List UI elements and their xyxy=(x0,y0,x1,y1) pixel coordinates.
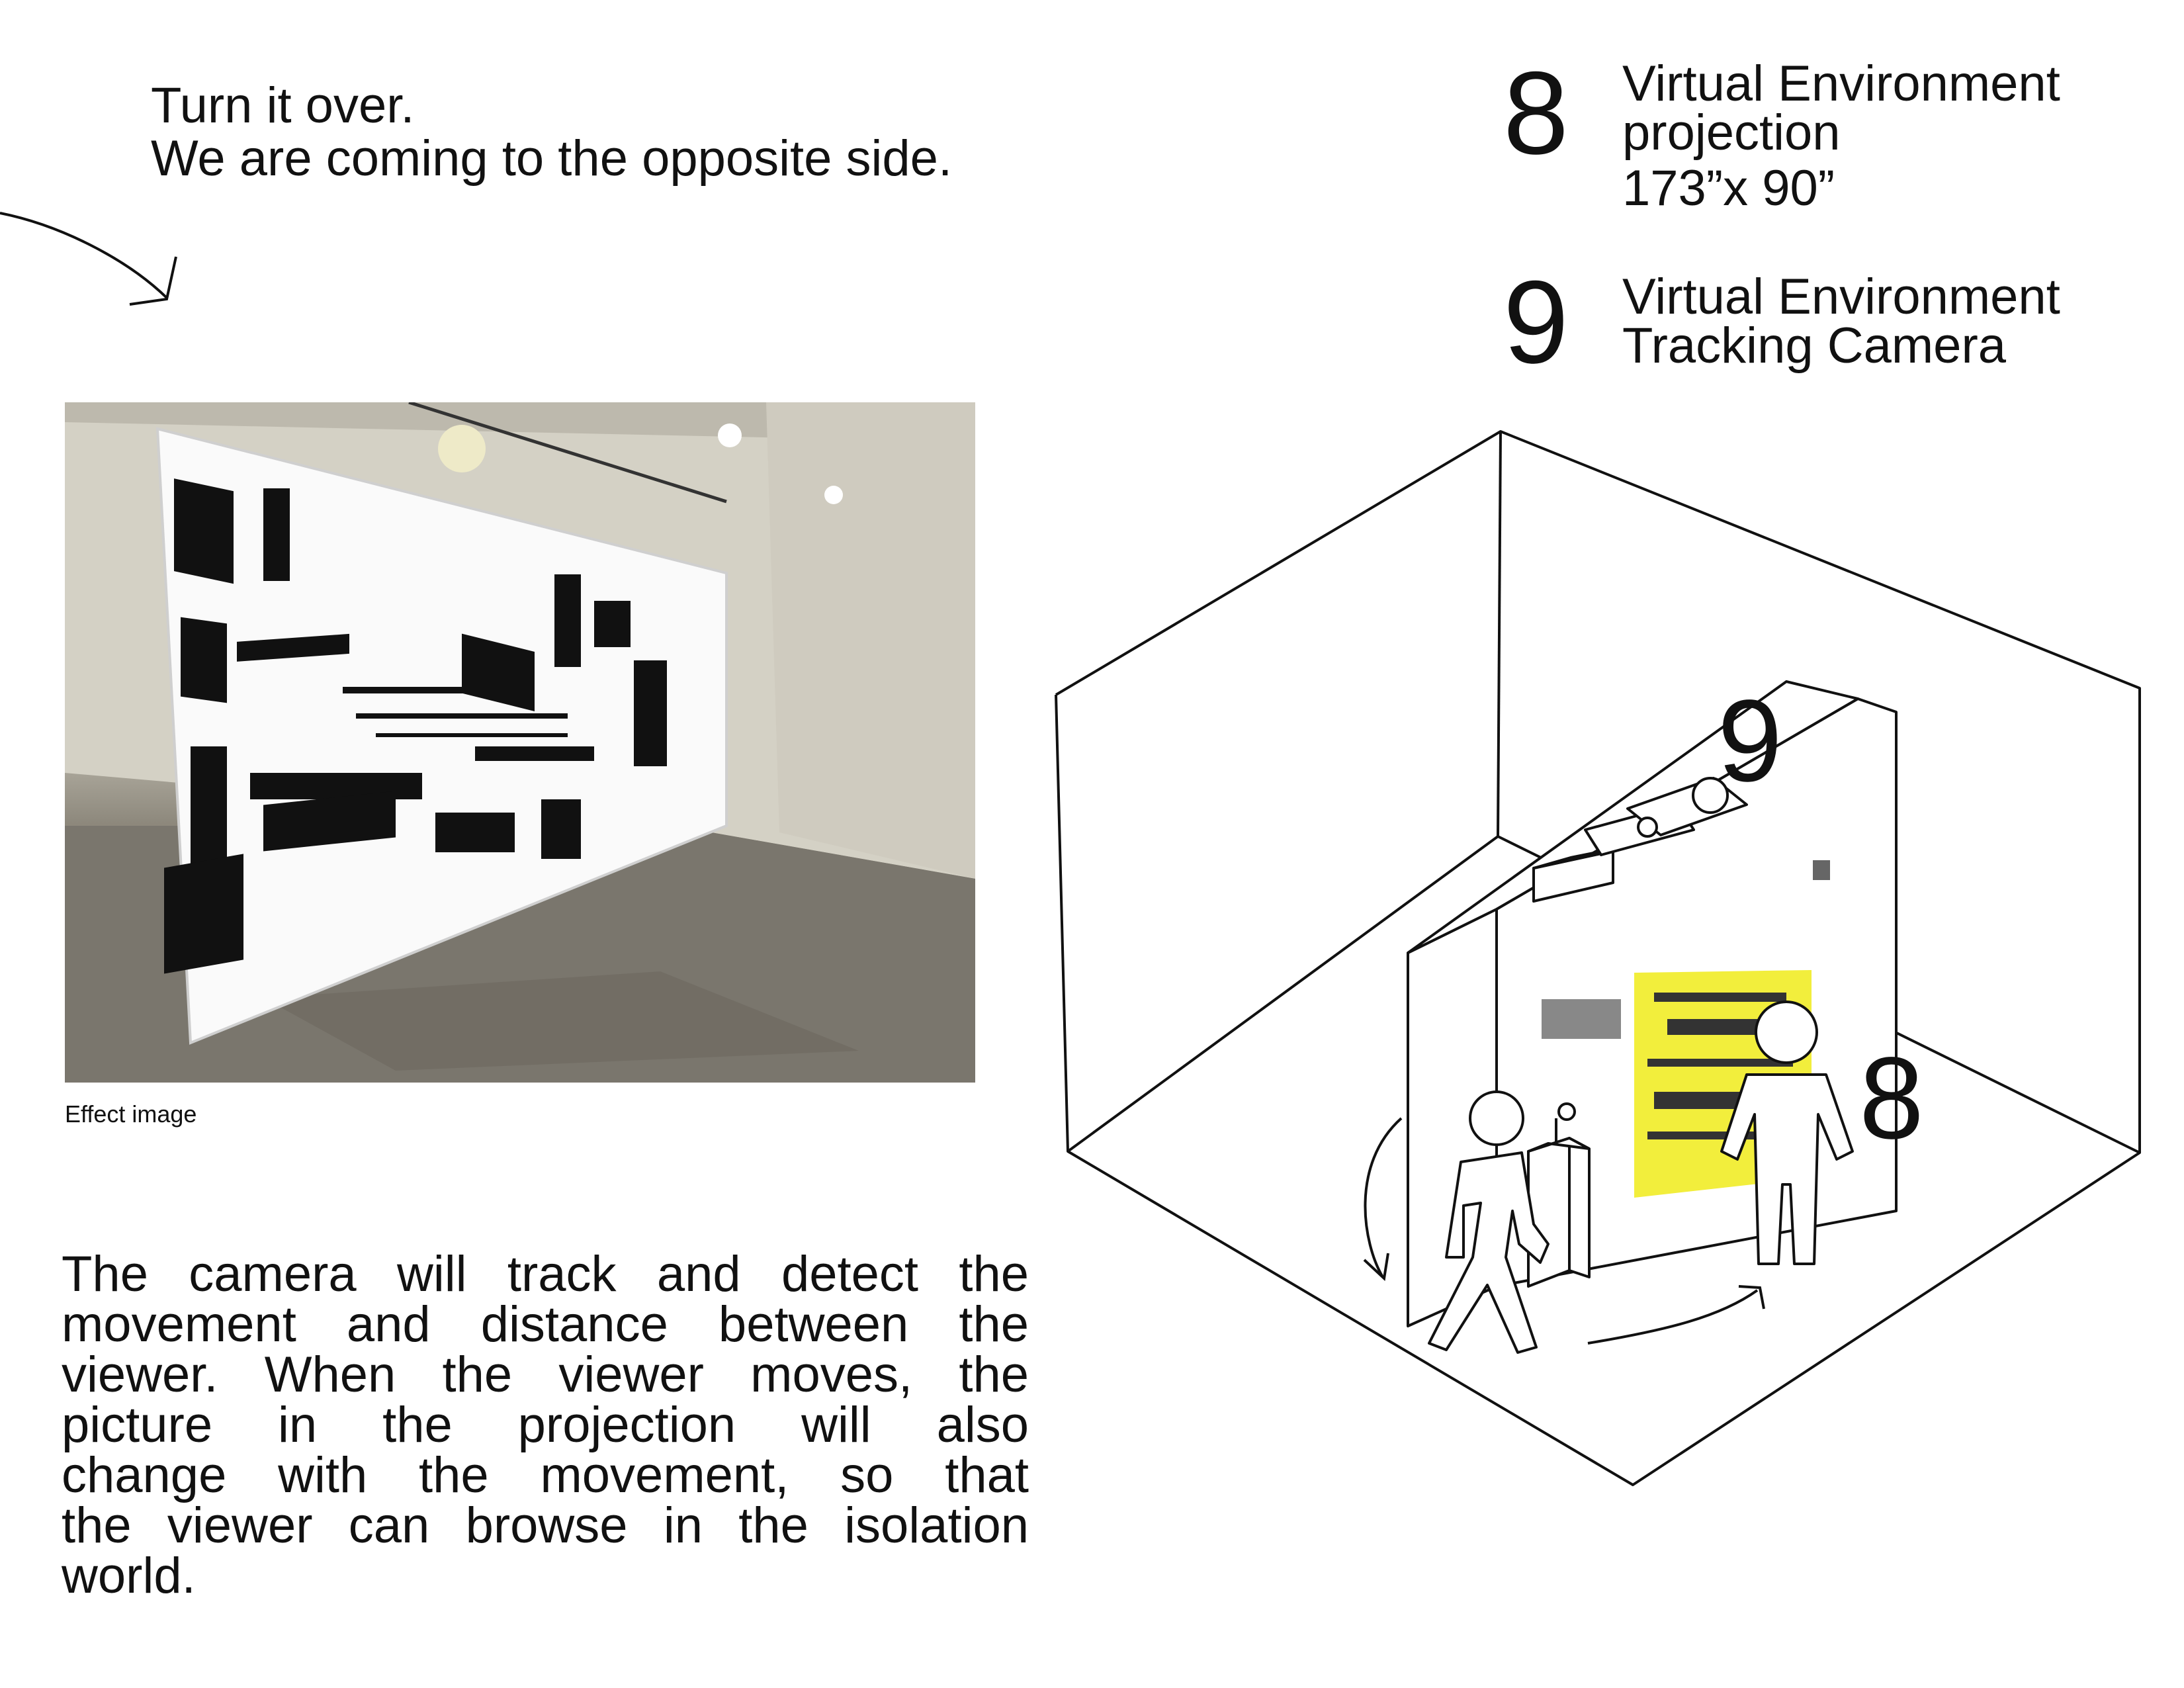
installation-diagram: 9 8 xyxy=(1055,430,2141,1486)
legend-text-8: Virtual Environment projection 173”x 90” xyxy=(1622,56,2060,216)
standing-person-icon xyxy=(1720,1000,1854,1265)
movement-arrow-icon xyxy=(1363,1117,1765,1345)
description-paragraph: The camera will track and detect the mov… xyxy=(62,1249,1029,1601)
diagram-label-8: 8 xyxy=(1859,1034,1924,1163)
description-line: change with the movement, so that xyxy=(62,1447,1029,1503)
description-line: world. xyxy=(62,1548,196,1604)
curved-arrow-icon xyxy=(0,212,177,306)
photo-caption: Effect image xyxy=(65,1100,197,1128)
tracking-camera-icon xyxy=(1532,777,1748,903)
intro-line-1: Turn it over. xyxy=(151,77,415,134)
description-line: picture in the projection will also xyxy=(62,1397,1029,1453)
legend-8-line-3: 173”x 90” xyxy=(1622,160,1835,216)
legend-number-9: 9 xyxy=(1503,256,1569,388)
description-line: movement and distance between the xyxy=(62,1296,1029,1353)
legend-number-8: 8 xyxy=(1503,47,1569,179)
walking-person-icon xyxy=(1428,1090,1550,1354)
description-line: The camera will track and detect the xyxy=(62,1246,1029,1302)
description-line: the viewer can browse in the isolation xyxy=(62,1497,1029,1554)
diagram-label-9: 9 xyxy=(1718,676,1782,806)
legend-9-line-2: Tracking Camera xyxy=(1622,318,2007,374)
intro-text: Turn it over. We are coming to the oppos… xyxy=(151,79,952,185)
legend-8-line-2: projection xyxy=(1622,105,1841,161)
description-line: viewer. When the viewer moves, the xyxy=(62,1347,1029,1403)
effect-photo xyxy=(65,402,975,1083)
intro-line-2: We are coming to the opposite side. xyxy=(151,130,953,187)
legend-9-line-1: Virtual Environment xyxy=(1622,269,2060,325)
legend-text-9: Virtual Environment Tracking Camera xyxy=(1622,269,2060,374)
legend-8-line-1: Virtual Environment xyxy=(1622,56,2060,112)
gallery-scene-illustration xyxy=(65,402,975,1083)
